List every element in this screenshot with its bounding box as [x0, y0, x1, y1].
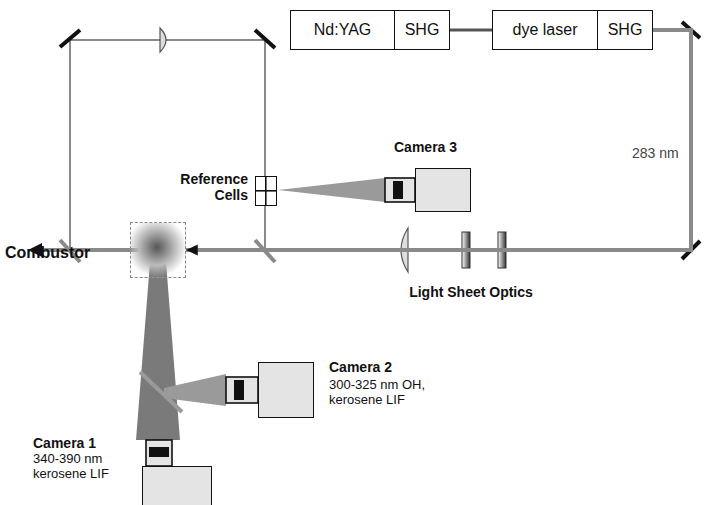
camera-lens	[234, 380, 244, 400]
part-label: Camera 1	[33, 435, 133, 451]
camera-lens	[385, 178, 415, 202]
camera-body: Camera 1340-390 nm kerosene LIF	[142, 466, 212, 505]
box-label: Nd:YAG	[314, 21, 372, 39]
box-label: SHG	[608, 21, 643, 39]
imaging-cone	[278, 178, 385, 202]
laser-box: Nd:YAG	[290, 10, 395, 50]
camera-body: Camera 3	[415, 168, 471, 212]
optics-label: Light Sheet Optics	[376, 284, 566, 300]
camera-lens	[146, 440, 172, 466]
camera-body: Camera 2300-325 nm OH, kerosene LIF	[258, 362, 314, 418]
part-label: Camera 3	[394, 139, 494, 155]
part-label: Combustor	[5, 245, 115, 261]
wavelength-label: 283 nm	[632, 146, 696, 161]
laser-box: dye laser	[492, 10, 598, 50]
part-label: Reference Cells	[148, 171, 248, 203]
camera-lens	[393, 181, 403, 199]
box-label: dye laser	[513, 21, 578, 39]
laser-beam	[186, 30, 691, 256]
spectral-note: 300-325 nm OH, kerosene LIF	[329, 377, 459, 407]
camera-lens	[226, 377, 258, 403]
reference-cells: Reference Cells	[255, 176, 277, 206]
mirror	[255, 30, 275, 48]
spectral-note: 340-390 nm kerosene LIF	[33, 451, 138, 481]
part-label: Camera 2	[329, 359, 439, 375]
imaging-cone	[164, 374, 226, 406]
shg-box: SHG	[597, 10, 653, 50]
camera-lens	[149, 447, 169, 457]
lens	[160, 28, 166, 52]
shg-box: SHG	[394, 10, 450, 50]
laser-beam	[450, 30, 492, 31]
reference-beam	[70, 40, 265, 250]
imaging-cone	[136, 262, 180, 440]
mirror	[60, 30, 80, 47]
combustor-window: Combustor	[130, 222, 186, 278]
box-label: SHG	[405, 21, 440, 39]
